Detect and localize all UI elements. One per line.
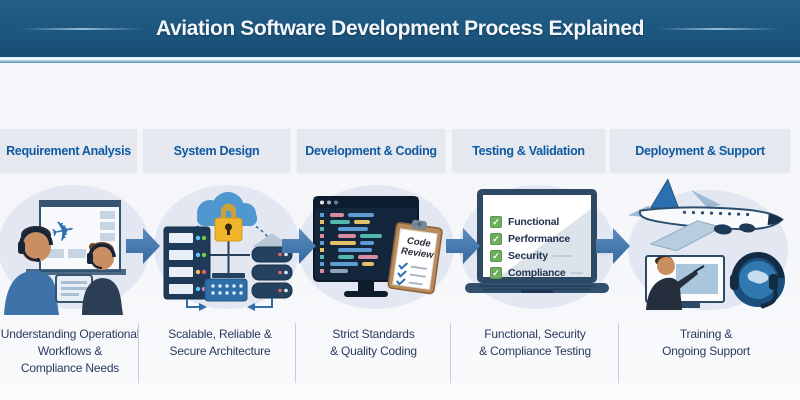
system-design-illustration <box>154 185 300 311</box>
padlock-icon <box>214 203 243 242</box>
check-icon: ✓ <box>490 250 502 262</box>
checklist-item: ✓ Functional <box>490 214 586 230</box>
header-accent-stripe <box>0 57 800 63</box>
server-rack-icon <box>163 226 211 300</box>
arrowhead <box>247 303 255 311</box>
process-arrow-icon <box>446 228 480 264</box>
stage-label: System Design <box>173 143 260 158</box>
stage-label: Requirement Analysis <box>6 143 131 158</box>
airplane-icon <box>627 178 784 252</box>
desk-edge <box>26 269 126 275</box>
check-icon: ✓ <box>490 267 502 279</box>
stage-label: Deployment & Support <box>635 143 765 158</box>
stage-label: Development & Coding <box>305 143 437 158</box>
stage-caption-development-coding: Strict Standards & Quality Coding <box>330 327 417 358</box>
stage-header-system-design: System Design <box>143 129 290 172</box>
tablet-icon <box>55 274 93 303</box>
network-switch-icon <box>204 278 248 302</box>
checklist-item: ✓ Security <box>490 248 586 264</box>
trainer-person-icon <box>646 256 705 310</box>
analyst-with-headset-icon <box>4 226 59 315</box>
checklist-item: ✓ Performance <box>490 231 586 247</box>
check-icon: ✓ <box>490 233 502 245</box>
checklist-item: ✓ Compliance <box>490 265 586 281</box>
process-arrow-icon <box>596 228 630 264</box>
title-decor-line-right <box>658 27 779 30</box>
header-banner: Aviation Software Development Process Ex… <box>0 0 800 57</box>
requirement-analysis-illustration: ✈ <box>0 185 150 315</box>
arrowhead <box>199 303 207 311</box>
caption-divider <box>450 323 451 383</box>
decor-line <box>552 255 573 257</box>
stage-caption-testing-validation: Functional, Security & Compliance Testin… <box>479 327 591 358</box>
caption-divider <box>618 323 619 383</box>
process-arrow-icon <box>126 228 160 264</box>
stage-label: Testing & Validation <box>472 143 585 158</box>
check-icon: ✓ <box>490 216 502 228</box>
support-headset-globe-icon <box>730 252 785 309</box>
deployment-support-illustration <box>627 178 788 310</box>
code-review-clipboard-icon <box>387 219 443 295</box>
testing-validation-illustration <box>459 185 615 309</box>
stage-header-deployment-support: Deployment & Support <box>610 129 790 172</box>
decor-line <box>570 272 583 274</box>
stage-header-testing-validation: Testing & Validation <box>452 129 605 172</box>
stage-header-requirement-analysis: Requirement Analysis <box>0 129 137 172</box>
stage-caption-requirement-analysis: Understanding Operational Workflows & Co… <box>0 327 140 375</box>
caption-divider <box>295 323 296 383</box>
development-coding-illustration <box>298 185 454 309</box>
connector-bar <box>212 273 245 278</box>
stage-caption-system-design: Scalable, Reliable & Secure Architecture <box>168 327 272 358</box>
validation-checklist: ✓ Functional ✓ Performance ✓ Security ✓ … <box>490 214 586 282</box>
stage-header-development-coding: Development & Coding <box>297 129 445 172</box>
title-decor-line-left <box>22 27 142 30</box>
connector-line <box>186 299 199 308</box>
process-arrow-icon <box>282 228 316 264</box>
stage-caption-deployment-support: Training & Ongoing Support <box>662 327 750 358</box>
caption-divider <box>138 323 139 383</box>
page-title: Aviation Software Development Process Ex… <box>155 16 645 40</box>
connector-line <box>253 298 273 308</box>
analyst-with-headset-icon <box>82 242 123 315</box>
